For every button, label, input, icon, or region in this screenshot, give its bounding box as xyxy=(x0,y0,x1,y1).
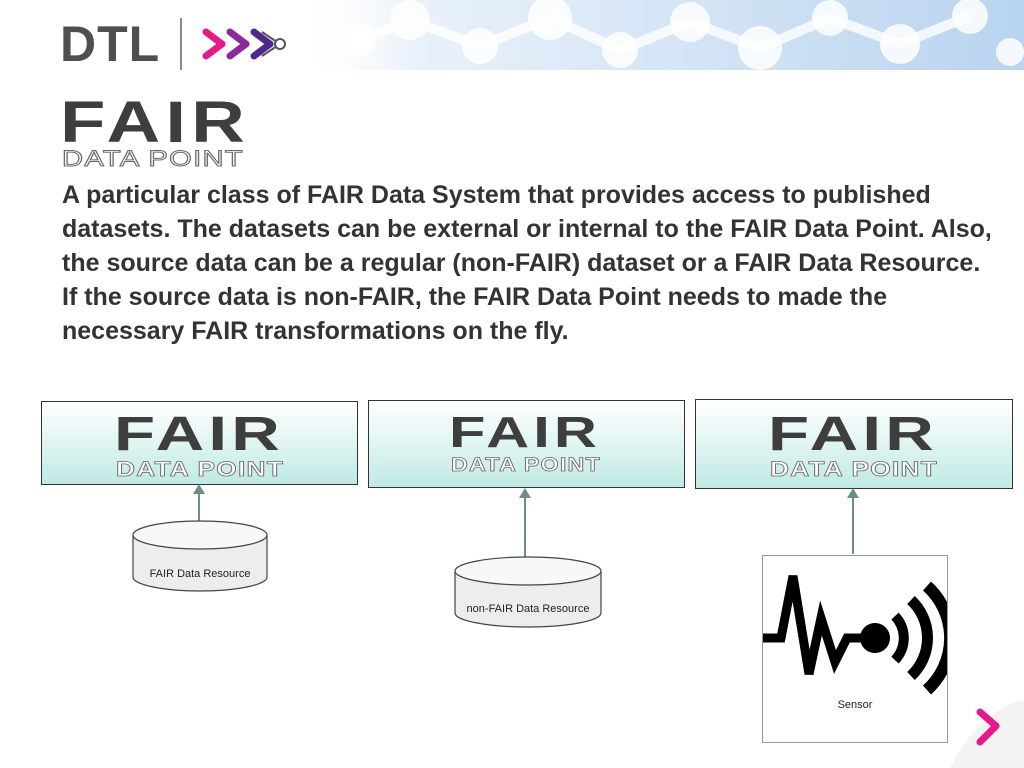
arrow-line-3 xyxy=(852,494,854,554)
arrow-head-3 xyxy=(847,488,859,498)
fair-data-point-logo: FAIR DATA POINT xyxy=(60,92,250,170)
box-title: FAIR xyxy=(114,408,284,461)
sensor-box: Sensor xyxy=(762,555,948,743)
box-subtitle: DATA POINT xyxy=(770,458,938,481)
box-subtitle: DATA POINT xyxy=(451,455,601,476)
header-banner-decoration xyxy=(300,0,1024,70)
source-label-3: Sensor xyxy=(837,699,873,711)
source-label-2: non-FAIR Data Resource xyxy=(466,603,590,615)
arrow-head-1 xyxy=(193,484,205,494)
arrow-line-1 xyxy=(198,490,200,522)
sensor-icon xyxy=(763,575,947,695)
fair-data-point-box-2: FAIR DATA POINT xyxy=(368,400,685,488)
source-label-1: FAIR Data Resource xyxy=(149,568,251,580)
description-text: A particular class of FAIR Data System t… xyxy=(62,181,992,345)
logo-divider xyxy=(180,18,182,70)
database-icon-1 xyxy=(132,520,268,592)
box-subtitle: DATA POINT xyxy=(116,458,284,481)
arrow-line-2 xyxy=(524,494,526,558)
data-point-logo-word: DATA POINT xyxy=(62,146,244,170)
dtl-logo-text: DTL xyxy=(60,16,161,72)
dtl-molecule-icon xyxy=(202,28,286,60)
box-title: FAIR xyxy=(449,408,601,457)
fair-logo-word: FAIR xyxy=(60,92,250,155)
box-title: FAIR xyxy=(768,408,938,461)
arrow-head-2 xyxy=(519,488,531,498)
fair-data-point-box-1: FAIR DATA POINT xyxy=(41,401,358,485)
database-icon-2 xyxy=(454,556,602,628)
corner-logo-mark xyxy=(950,700,1024,768)
fair-data-point-box-3: FAIR DATA POINT xyxy=(695,399,1013,489)
